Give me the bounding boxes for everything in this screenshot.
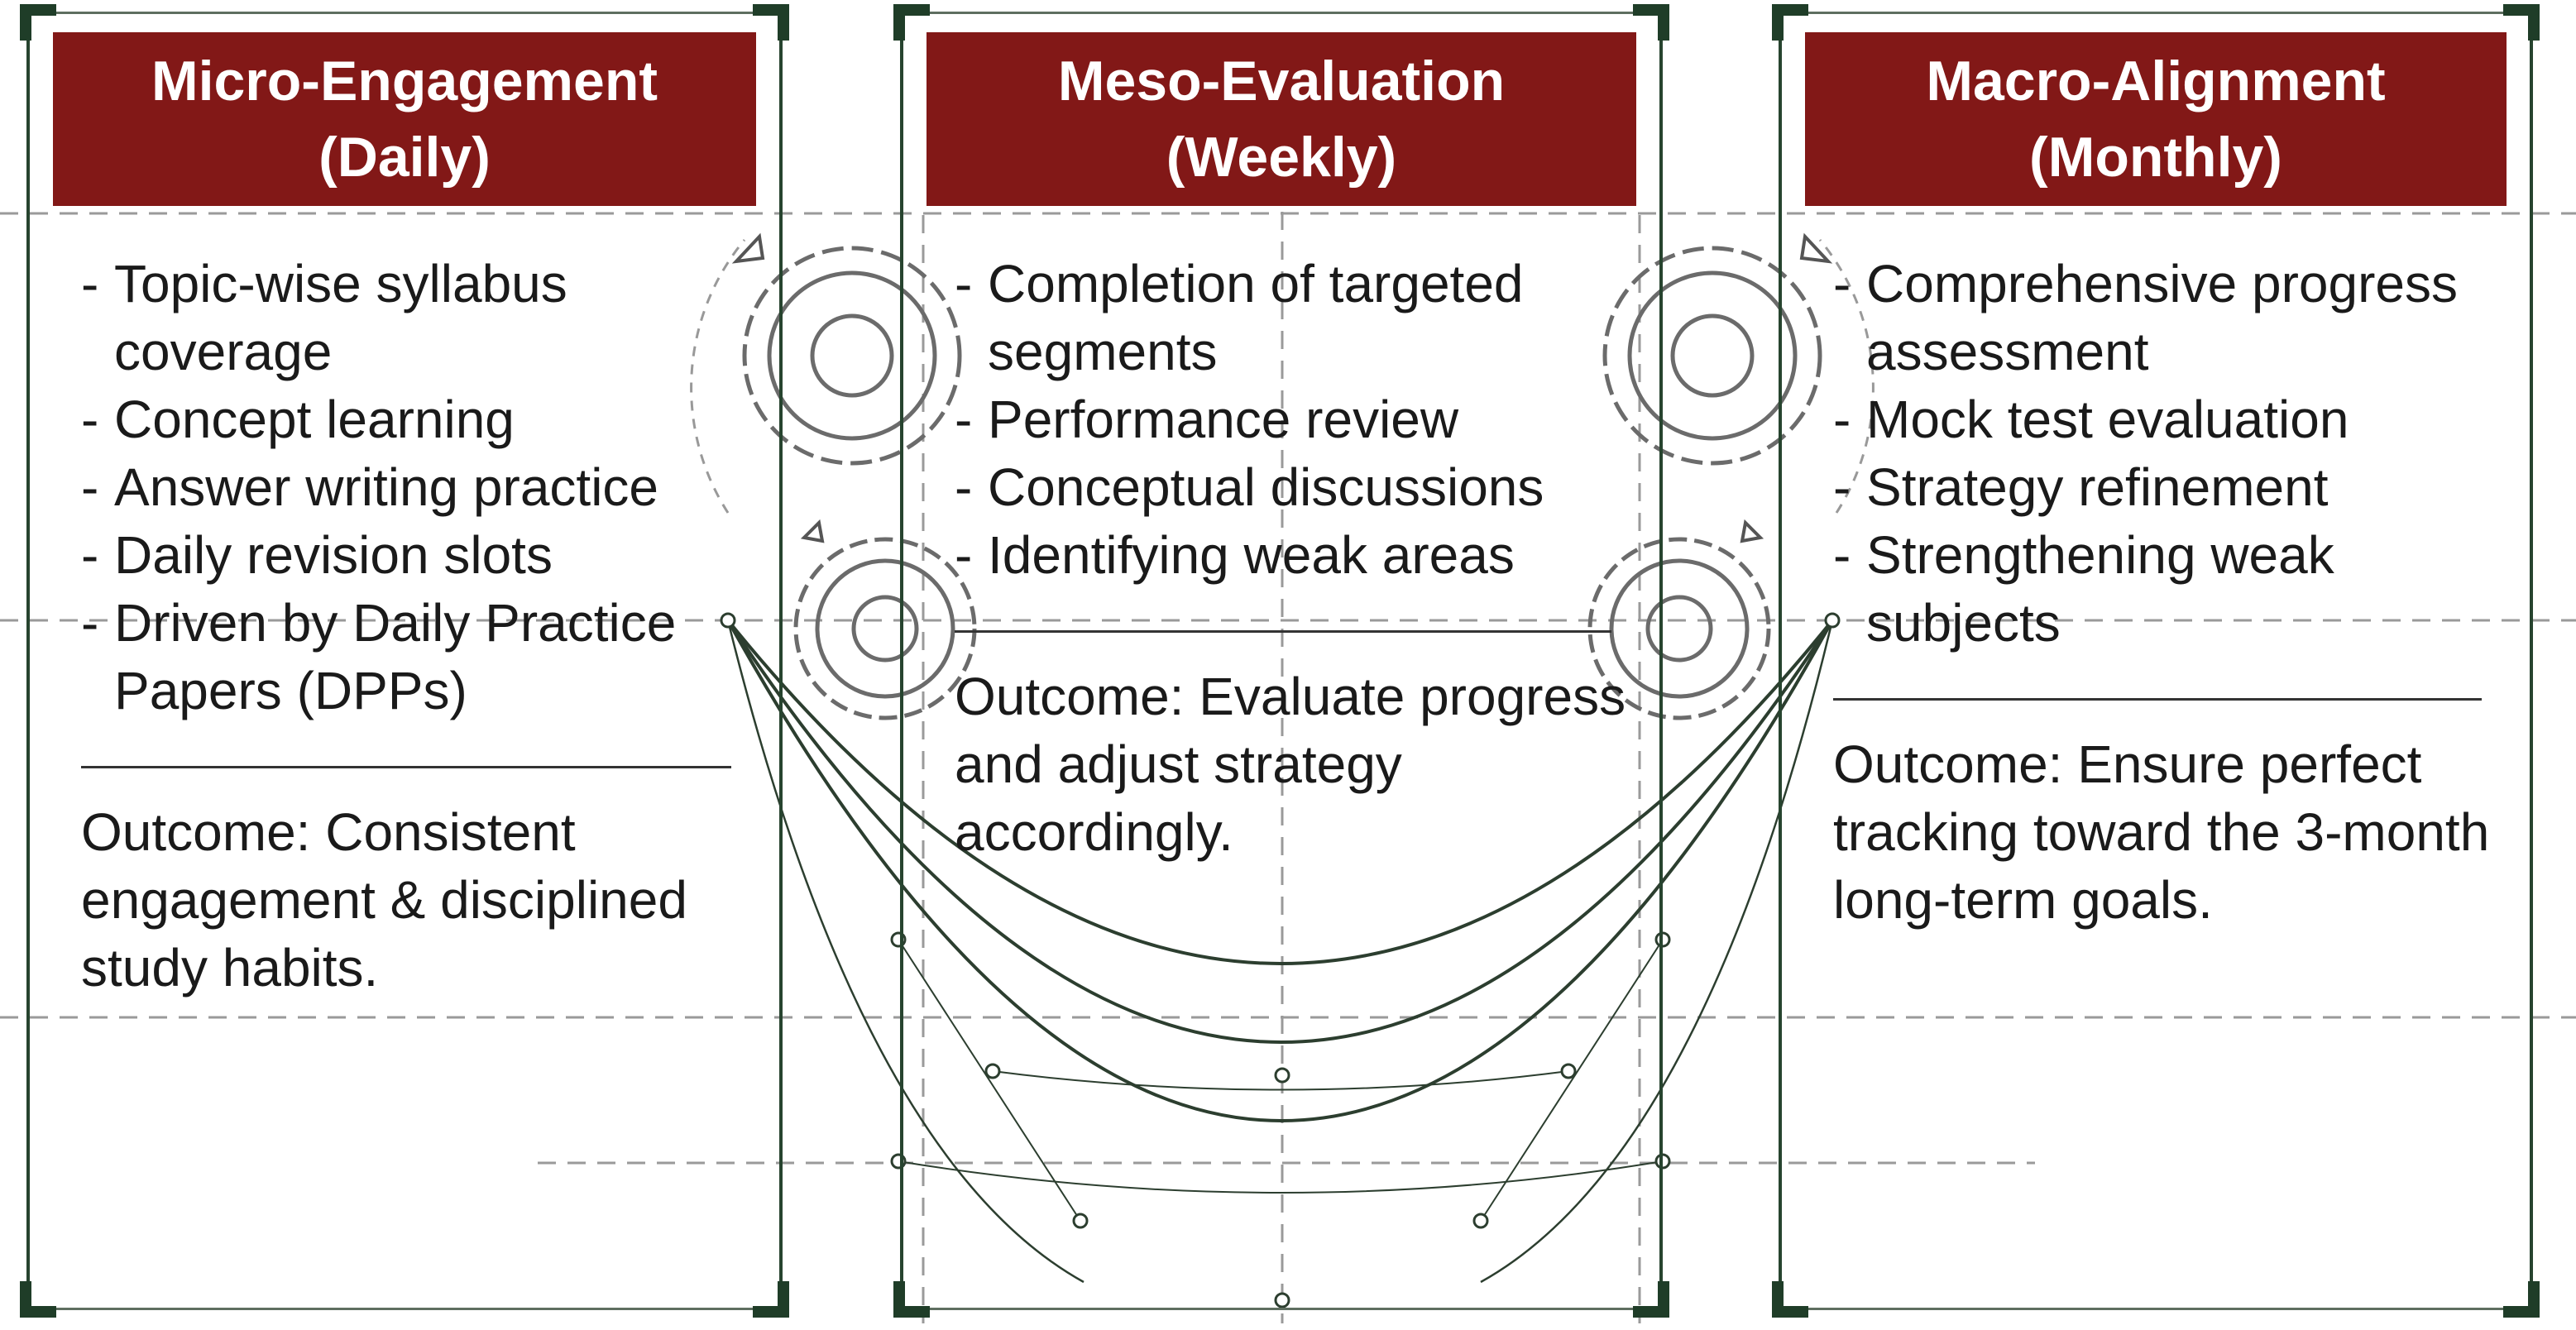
- panel-meso-evaluation: Meso-Evaluation (Weekly) Completion of t…: [893, 4, 1669, 1318]
- corner-bracket-icon: [20, 4, 56, 41]
- list-item: Answer writing practice: [81, 453, 746, 521]
- list-item: Driven by Daily Practice Papers (DPPs): [81, 589, 746, 725]
- list-item: Conceptual discussions: [955, 453, 1626, 521]
- panel-header: Micro-Engagement (Daily): [53, 32, 756, 206]
- panel-macro-alignment: Macro-Alignment (Monthly) Comprehensive …: [1772, 4, 2540, 1318]
- outcome-text: Outcome: Evaluate progress and adjust st…: [955, 667, 1626, 862]
- list-item: Mock test evaluation: [1833, 385, 2497, 453]
- corner-bracket-icon: [753, 1281, 789, 1318]
- outcome-text: Outcome: Ensure perfect tracking toward …: [1833, 734, 2490, 930]
- corner-bracket-icon: [893, 1281, 930, 1318]
- corner-bracket-icon: [1633, 4, 1669, 41]
- divider: [1833, 698, 2482, 701]
- divider: [955, 630, 1611, 633]
- panel-body: Completion of targeted segments Performa…: [955, 250, 1626, 866]
- panel-subtitle: (Daily): [318, 126, 491, 189]
- divider: [81, 766, 731, 768]
- corner-bracket-icon: [2503, 4, 2540, 41]
- activity-list: Completion of targeted segments Performa…: [955, 250, 1626, 589]
- list-item: Identifying weak areas: [955, 521, 1626, 589]
- panel-subtitle: (Weekly): [1166, 126, 1397, 189]
- panel-title: Micro-Engagement: [151, 50, 658, 112]
- activity-list: Comprehensive progress assessment Mock t…: [1833, 250, 2497, 657]
- corner-bracket-icon: [2503, 1281, 2540, 1318]
- corner-bracket-icon: [753, 4, 789, 41]
- panel-body: Topic-wise syllabus coverage Concept lea…: [81, 250, 746, 1002]
- corner-bracket-icon: [1772, 4, 1808, 41]
- list-item: Topic-wise syllabus coverage: [81, 250, 746, 385]
- list-item: Concept learning: [81, 385, 746, 453]
- panel-header: Macro-Alignment (Monthly): [1805, 32, 2507, 206]
- arrow-icon: [731, 232, 1833, 543]
- panel-micro-engagement: Micro-Engagement (Daily) Topic-wise syll…: [20, 4, 789, 1318]
- list-item: Completion of targeted segments: [955, 250, 1626, 385]
- panel-subtitle: (Monthly): [2029, 126, 2282, 189]
- bowl-diagram: [726, 619, 1834, 1284]
- panel-title: Meso-Evaluation: [1057, 50, 1506, 112]
- gear-icon: [1587, 537, 1771, 720]
- list-item: Strengthening weak subjects: [1833, 521, 2497, 657]
- corner-bracket-icon: [893, 4, 930, 41]
- list-item: Daily revision slots: [81, 521, 746, 589]
- corner-bracket-icon: [1772, 1281, 1808, 1318]
- gear-icon: [793, 537, 977, 720]
- list-item: Strategy refinement: [1833, 453, 2497, 521]
- corner-bracket-icon: [1633, 1281, 1669, 1318]
- list-item: Comprehensive progress assessment: [1833, 250, 2497, 385]
- panel-title: Macro-Alignment: [1926, 50, 2386, 112]
- activity-list: Topic-wise syllabus coverage Concept lea…: [81, 250, 746, 725]
- corner-bracket-icon: [20, 1281, 56, 1318]
- list-item: Performance review: [955, 385, 1626, 453]
- panel-body: Comprehensive progress assessment Mock t…: [1833, 250, 2497, 934]
- outcome-text: Outcome: Consistent engagement & discipl…: [81, 802, 687, 998]
- panel-header: Meso-Evaluation (Weekly): [926, 32, 1636, 206]
